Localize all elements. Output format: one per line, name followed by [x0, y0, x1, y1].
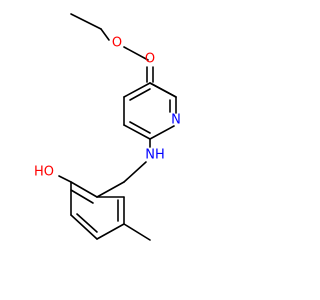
bond-ring-c6-c5-inner [129, 121, 151, 134]
bond-ring-c3-c2 [149, 82, 177, 98]
bond-ch2-benzene [96, 181, 125, 198]
pyridine-nitrogen-label: N [171, 113, 181, 128]
amine-nitrogen-label: NH [145, 148, 165, 163]
bond-ring-n-c6 [149, 125, 175, 140]
bond-phenol [58, 175, 72, 183]
bond-benz-c1-c2 [70, 181, 98, 198]
atom-labels: O O N NH HO [34, 36, 181, 180]
bonds [58, 13, 177, 241]
bond-ester-o-c [123, 46, 149, 61]
structural-formula: O O N NH HO [34, 13, 181, 241]
bond-benz-c1-c2-inner [70, 189, 94, 204]
bond-ring-c4-c3-inner [129, 88, 151, 101]
bond-ring-c6-c5 [123, 124, 151, 140]
phenol-oxygen-label: HO [34, 165, 54, 180]
bond-ring-c4-c3 [123, 82, 151, 98]
bond-ethyl-ch2 [100, 28, 110, 41]
bond-methyl [123, 223, 151, 241]
carbonyl-oxygen-label: O [145, 52, 155, 67]
bond-benz-c3-c4 [70, 214, 98, 240]
bond-benz-c3-c4-inner [76, 213, 98, 233]
bond-benz-c4-c5 [96, 223, 125, 240]
bond-ethyl-ch3 [70, 13, 102, 30]
ester-oxygen-label: O [112, 36, 122, 51]
bond-amine-ch2 [123, 161, 147, 183]
